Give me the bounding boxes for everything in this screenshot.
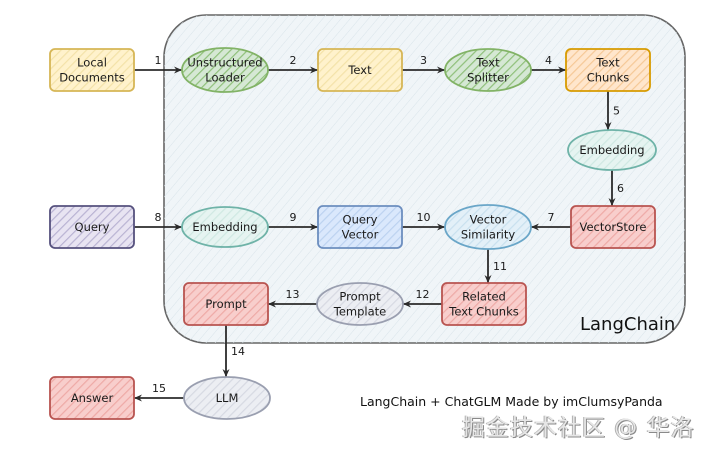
node-prompt: Prompt	[183, 282, 269, 326]
node-query-vector-label: Vector	[342, 228, 379, 242]
edge-7-label: 7	[548, 211, 555, 224]
edge-15: 15	[134, 382, 184, 402]
node-vector-similarity-label: Vector	[470, 213, 507, 227]
edge-3-label: 3	[420, 54, 427, 67]
node-text-splitter-label: Splitter	[467, 71, 509, 85]
edge-13-label: 13	[286, 288, 300, 301]
langchain-container: LangChain	[163, 14, 686, 344]
node-text-splitter-label: Text	[475, 56, 500, 70]
node-vector-similarity-label: Similarity	[461, 228, 516, 242]
node-query: Query	[49, 205, 135, 249]
edge-6-label: 6	[617, 182, 624, 195]
edge-4: 4	[531, 54, 566, 74]
edge-11: 11	[484, 249, 507, 283]
node-local-documents-shape	[49, 48, 135, 92]
node-text-chunks-label: Chunks	[587, 71, 630, 85]
edge-2: 2	[268, 54, 318, 74]
node-embedding-docs: Embedding	[567, 129, 657, 171]
langchain-container-label: LangChain	[580, 314, 675, 335]
node-answer-label: Answer	[71, 391, 114, 405]
langchain-container-hatch	[164, 15, 685, 343]
node-query-label: Query	[75, 220, 110, 234]
node-vector-similarity-shape	[444, 204, 532, 250]
node-embedding-query: Embedding	[181, 206, 269, 248]
edge-8: 8	[134, 211, 182, 231]
node-prompt-template-label: Prompt	[339, 290, 381, 304]
node-text-chunks-shape	[565, 48, 651, 92]
edge-1-label: 1	[155, 54, 162, 67]
edge-12: 12	[403, 288, 442, 308]
node-embedding-query-label: Embedding	[192, 220, 257, 234]
edge-11-label: 11	[493, 260, 507, 273]
edge-13: 13	[268, 288, 317, 308]
edge-8-label: 8	[155, 211, 162, 224]
node-query-shape	[49, 205, 135, 249]
node-prompt-template-label: Template	[333, 305, 386, 319]
node-vectorstore-label: VectorStore	[579, 220, 646, 234]
edge-14-label: 14	[231, 345, 245, 358]
node-vectorstore-shape	[570, 205, 656, 249]
edge-7: 7	[531, 211, 571, 231]
node-prompt-shape	[183, 282, 269, 326]
edge-10: 10	[402, 211, 445, 231]
edge-9-label: 9	[290, 211, 297, 224]
node-text: Text	[317, 48, 403, 92]
edge-12-label: 12	[416, 288, 430, 301]
edge-5: 5	[604, 91, 620, 130]
node-text-label: Text	[347, 63, 372, 77]
node-unstructured-loader-shape	[181, 47, 269, 93]
node-query-vector-label: Query	[343, 213, 378, 227]
node-related-text-chunks-label: Related	[462, 290, 506, 304]
node-local-documents-label: Local	[77, 56, 107, 70]
node-llm-label: LLM	[216, 391, 239, 405]
edge-9: 9	[268, 211, 318, 231]
node-prompt-template-shape	[316, 282, 404, 326]
edge-3: 3	[402, 54, 445, 74]
watermark: 掘金技术社区 @ 华洛	[462, 415, 695, 441]
edge-6: 6	[608, 170, 624, 206]
node-related-text-chunks-shape	[441, 282, 527, 326]
node-llm: LLM	[183, 376, 271, 420]
diagram-caption: LangChain + ChatGLM Made by imClumsyPand…	[360, 394, 663, 409]
node-vectorstore: VectorStore	[570, 205, 656, 249]
node-unstructured-loader-label: Unstructured	[187, 56, 262, 70]
node-related-text-chunks-label: Text Chunks	[448, 305, 518, 319]
nodes-layer: LocalDocumentsUnstructuredLoaderTextText…	[49, 47, 657, 420]
edge-15-label: 15	[152, 382, 166, 395]
edge-5-label: 5	[613, 105, 620, 118]
edge-14: 14	[222, 325, 245, 377]
node-local-documents-label: Documents	[59, 71, 125, 85]
edge-10-label: 10	[417, 211, 431, 224]
node-prompt-label: Prompt	[205, 297, 247, 311]
node-answer-shape	[49, 376, 135, 420]
node-answer: Answer	[49, 376, 135, 420]
node-unstructured-loader-label: Loader	[205, 71, 245, 85]
edge-1: 1	[134, 54, 182, 74]
node-embedding-docs-shape	[567, 129, 657, 171]
node-llm-shape	[183, 376, 271, 420]
node-embedding-query-shape	[181, 206, 269, 248]
node-text-shape	[317, 48, 403, 92]
node-text-splitter-shape	[444, 48, 532, 92]
edge-4-label: 4	[545, 54, 552, 67]
edge-2-label: 2	[290, 54, 297, 67]
node-query-vector-shape	[317, 205, 403, 249]
node-embedding-docs-label: Embedding	[579, 143, 644, 157]
node-text-chunks-label: Text	[595, 56, 620, 70]
